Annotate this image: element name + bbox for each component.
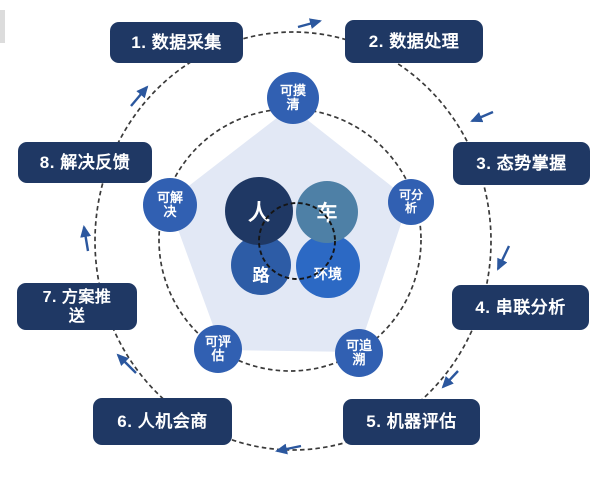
capability-knowable-line2: 清 bbox=[286, 97, 300, 112]
step-box-2-data-processing: 2. 数据处理 bbox=[345, 20, 483, 63]
capability-assessable-line2: 估 bbox=[211, 348, 225, 363]
step-3-label: 3. 态势掌握 bbox=[476, 153, 567, 173]
capability-circle-knowable: 可摸 清 bbox=[267, 72, 319, 124]
capability-analyzable-line2: 析 bbox=[404, 201, 417, 215]
step-box-6-human-machine-consultation: 6. 人机会商 bbox=[93, 398, 232, 445]
step-6-label: 6. 人机会商 bbox=[117, 411, 208, 431]
capability-circle-solvable: 可解 决 bbox=[143, 178, 197, 232]
step-1-label: 1. 数据采集 bbox=[131, 32, 222, 52]
pentagon-shape bbox=[168, 107, 409, 352]
capability-solvable-line2: 决 bbox=[163, 204, 177, 219]
capability-circle-assessable: 可评 估 bbox=[194, 325, 242, 373]
capability-circle-analyzable: 可分 析 bbox=[388, 179, 434, 225]
step-box-4-serial-analysis: 4. 串联分析 bbox=[452, 285, 589, 330]
step-8-label: 8. 解决反馈 bbox=[39, 152, 131, 172]
step-5-label: 5. 机器评估 bbox=[366, 412, 457, 431]
page-edge-artifact bbox=[0, 10, 5, 43]
capability-assessable-line1: 可评 bbox=[204, 334, 231, 349]
step-box-3-situation-grasp: 3. 态势掌握 bbox=[453, 142, 590, 185]
person-circle: 人 bbox=[225, 177, 293, 245]
environment-circle: 环境 bbox=[296, 234, 360, 298]
road-label: 路 bbox=[252, 265, 270, 285]
step-2-label: 2. 数据处理 bbox=[368, 31, 460, 51]
capability-knowable-line1: 可摸 bbox=[279, 83, 306, 98]
environment-label: 环境 bbox=[314, 266, 342, 282]
step-box-5-machine-evaluation: 5. 机器评估 bbox=[343, 399, 480, 445]
capability-circle-traceable: 可追 溯 bbox=[335, 329, 383, 377]
step-7-label-line1: 7. 方案推 bbox=[42, 288, 112, 306]
step-box-7-plan-push: 7. 方案推 送 bbox=[17, 283, 137, 330]
capability-traceable-line1: 可追 bbox=[345, 338, 372, 353]
capability-solvable-line1: 可解 bbox=[156, 190, 183, 205]
step-7-label-line2: 送 bbox=[68, 307, 86, 325]
capability-traceable-line2: 溯 bbox=[352, 352, 366, 367]
step-box-8-solution-feedback: 8. 解决反馈 bbox=[18, 142, 152, 183]
step-box-1-data-collection: 1. 数据采集 bbox=[110, 22, 243, 63]
step-4-label: 4. 串联分析 bbox=[475, 297, 566, 317]
person-label: 人 bbox=[247, 200, 270, 225]
vehicle-label: 车 bbox=[316, 202, 338, 225]
capability-analyzable-line1: 可分 bbox=[398, 188, 423, 202]
vehicle-circle: 车 bbox=[296, 181, 358, 243]
